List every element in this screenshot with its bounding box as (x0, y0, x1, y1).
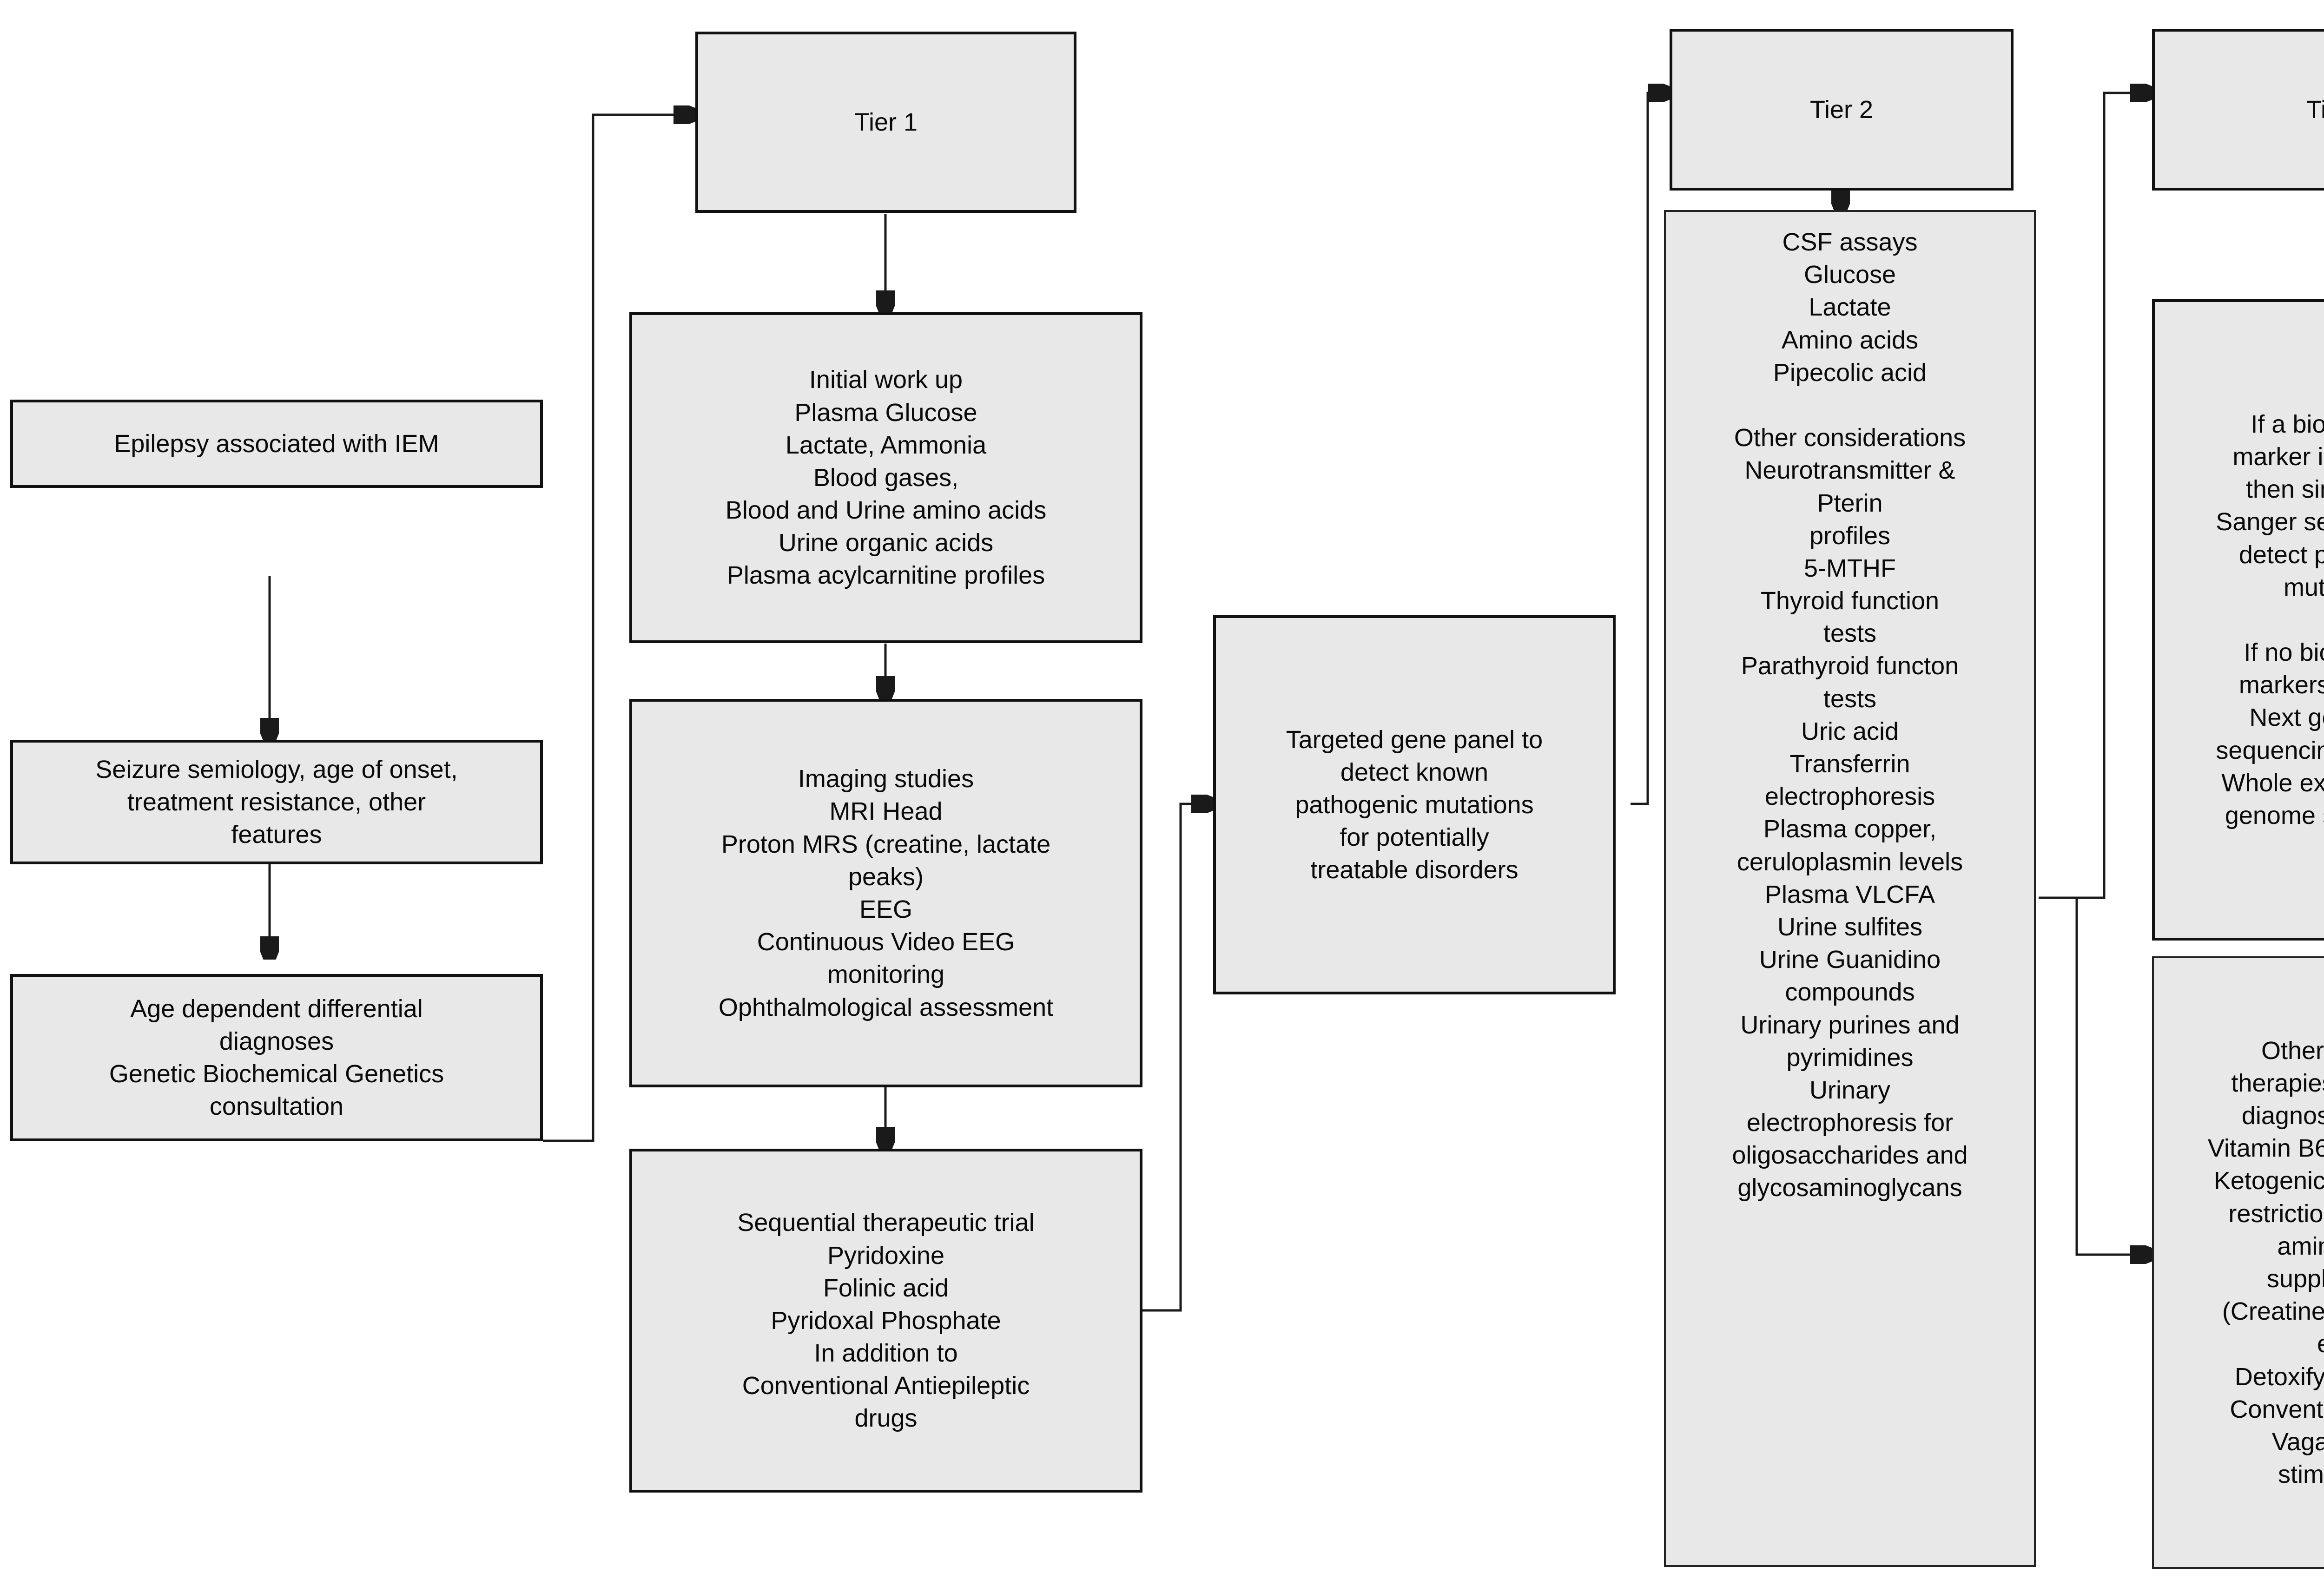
node-seizure-semiology[interactable]: Seizure semiology, age of onset, treatme… (10, 740, 543, 864)
edge-tests-to-othertherapies (2075, 896, 2151, 1255)
node-tier-3[interactable]: Tier 3 (2152, 29, 2324, 191)
node-sequential-therapeutic-trial[interactable]: Sequential therapeutic trial Pyridoxine … (629, 1149, 1142, 1493)
node-tier-1[interactable]: Tier 1 (695, 32, 1076, 213)
node-imaging-studies[interactable]: Imaging studies MRI Head Proton MRS (cre… (629, 699, 1142, 1087)
node-tier-3-sequencing[interactable]: If a biochemical marker is identified th… (2152, 299, 2324, 941)
edge-genepanel-to-tier2 (1631, 93, 1669, 805)
node-epilepsy-associated-with-iem[interactable]: Epilepsy associated with IEM (10, 400, 543, 488)
edge-sequential-to-genepanel (1141, 804, 1212, 1312)
node-initial-work-up[interactable]: Initial work up Plasma Glucose Lactate, … (629, 312, 1142, 643)
node-tier-2-tests[interactable]: CSF assays Glucose Lactate Amino acids P… (1664, 210, 2036, 1567)
node-other-specific-therapies[interactable]: Other specific therapies based on diagno… (2152, 956, 2324, 1569)
node-targeted-gene-panel[interactable]: Targeted gene panel to detect known path… (1213, 615, 1616, 994)
node-age-dependent-differential[interactable]: Age dependent differential diagnoses Gen… (10, 974, 543, 1141)
edge-tests-to-tier3 (2039, 93, 2151, 899)
node-tier-2[interactable]: Tier 2 (1670, 29, 2014, 191)
